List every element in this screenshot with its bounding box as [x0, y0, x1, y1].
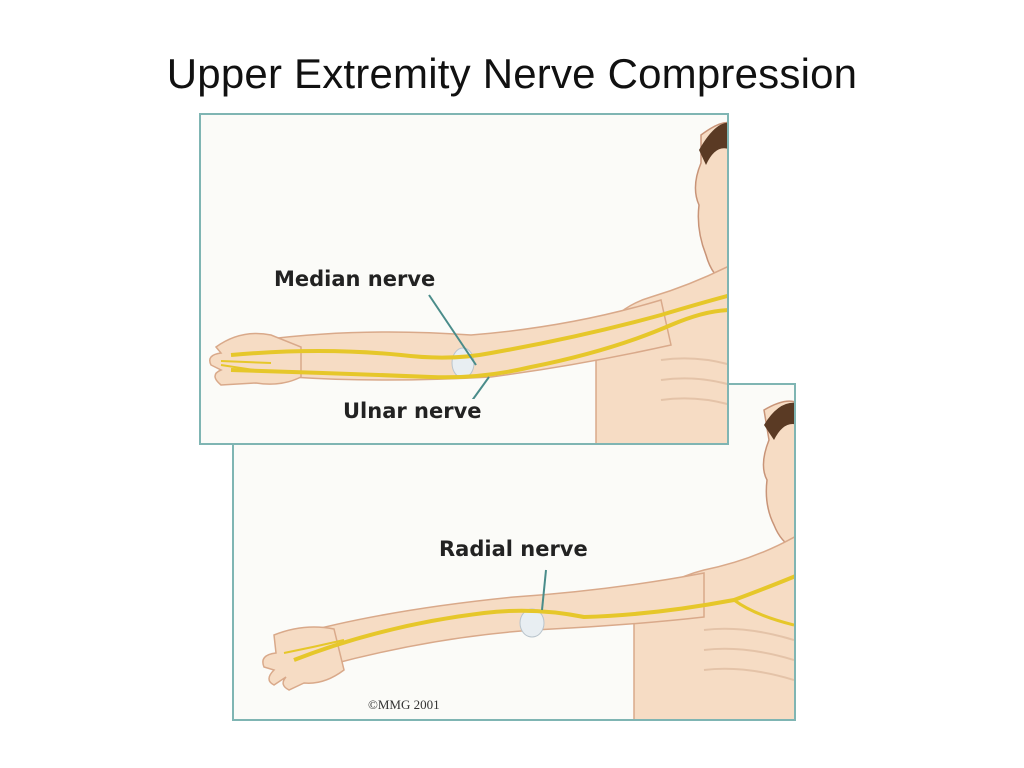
ribs [703, 627, 794, 681]
median-nerve-path [230, 294, 727, 360]
copyright-text: ©MMG 2001 [368, 697, 440, 712]
ribs [660, 357, 727, 405]
median-nerve-label: Median nerve [274, 267, 436, 291]
hand [209, 332, 302, 386]
head-outline [762, 400, 794, 550]
ulnar-nerve-path [230, 308, 727, 380]
median-ulnar-illustration: Median nerve Ulnar nerve [199, 113, 729, 445]
radial-nerve-path [293, 574, 794, 662]
arm [292, 572, 705, 666]
ulnar-pointer [470, 376, 490, 403]
slide-title: Upper Extremity Nerve Compression [166, 50, 858, 97]
radial-pointer [541, 569, 547, 611]
hair [764, 402, 794, 440]
radial-nerve-label: Radial nerve [439, 537, 588, 561]
torso [633, 536, 794, 719]
elbow-bone [451, 347, 475, 379]
hair [699, 122, 727, 165]
head-outline [694, 121, 727, 285]
median-pointer [428, 294, 477, 366]
ulnar-nerve-label: Ulnar nerve [343, 399, 482, 423]
arm-drawing-median-ulnar [209, 121, 727, 443]
arm-drawing-radial [262, 400, 794, 719]
